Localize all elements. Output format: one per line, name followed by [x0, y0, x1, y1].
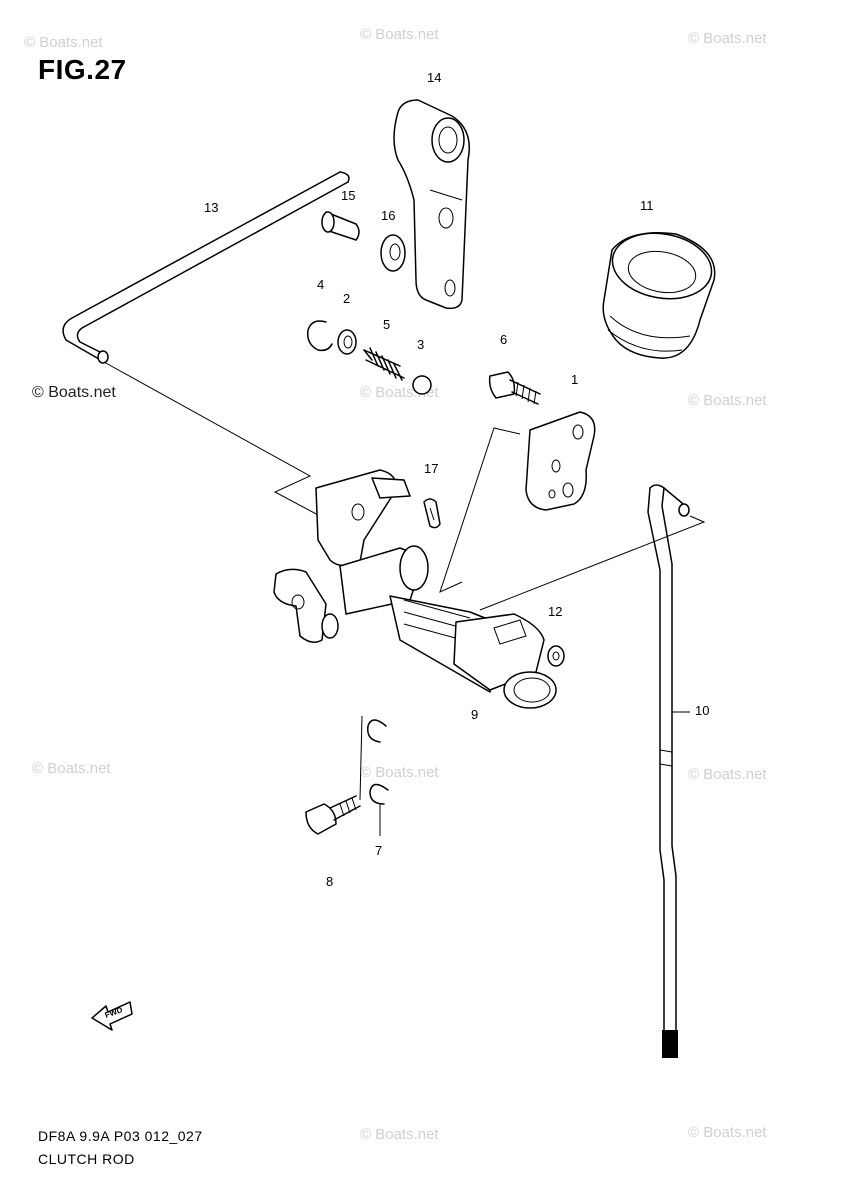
callout-3: 3: [417, 337, 425, 352]
part-2-washer: [337, 329, 357, 355]
part-3-ball: [412, 375, 432, 395]
watermark: © Boats.net: [24, 34, 103, 51]
watermark: © Boats.net: [688, 392, 767, 409]
part-14-lever: [393, 99, 470, 310]
callout-7: 7: [375, 843, 383, 858]
part-13-rod: [62, 171, 350, 517]
watermark: © Boats.net: [688, 30, 767, 47]
callout-16: 16: [381, 208, 396, 223]
part-1-plate: [439, 411, 596, 593]
callout-9: 9: [471, 707, 479, 722]
watermark: © Boats.net: [32, 384, 116, 401]
fwd-arrow-icon: FWD: [91, 1001, 133, 1031]
part-9-shaft: [273, 469, 706, 709]
part-15-pin: [321, 211, 360, 241]
callout-2: 2: [343, 291, 351, 306]
callout-6: 6: [500, 332, 508, 347]
figure-name: CLUTCH ROD: [38, 1151, 135, 1167]
part-10-rod: [647, 484, 690, 1058]
part-16-washer: [380, 234, 406, 272]
callout-14: 14: [427, 70, 442, 85]
watermark: © Boats.net: [688, 1124, 767, 1141]
callout-12: 12: [548, 604, 563, 619]
part-17-cotter-pin: [423, 498, 441, 529]
part-7-clip: [359, 715, 389, 836]
callout-13: 13: [204, 200, 219, 215]
callout-4: 4: [317, 277, 325, 292]
callout-1: 1: [571, 372, 579, 387]
watermark: © Boats.net: [360, 764, 439, 781]
part-11-grommet: [602, 231, 716, 359]
part-5-spring: [363, 347, 405, 381]
watermark: © Boats.net: [688, 766, 767, 783]
callout-15: 15: [341, 188, 356, 203]
part-8-bolt: [305, 795, 361, 835]
part-4-circlip: [306, 320, 333, 352]
figure-title: FIG.27: [38, 54, 127, 85]
part-12-clip: [547, 645, 565, 667]
callout-17: 17: [424, 461, 439, 476]
watermark: © Boats.net: [32, 760, 111, 777]
callout-8: 8: [326, 874, 334, 889]
part-6-bolt: [488, 371, 541, 405]
callout-5: 5: [383, 317, 391, 332]
callout-11: 11: [640, 198, 654, 213]
watermark: © Boats.net: [360, 1126, 439, 1143]
watermark: © Boats.net: [360, 26, 439, 43]
callout-10: 10: [695, 703, 710, 718]
figure-code: DF8A 9.9A P03 012_027: [38, 1128, 203, 1144]
